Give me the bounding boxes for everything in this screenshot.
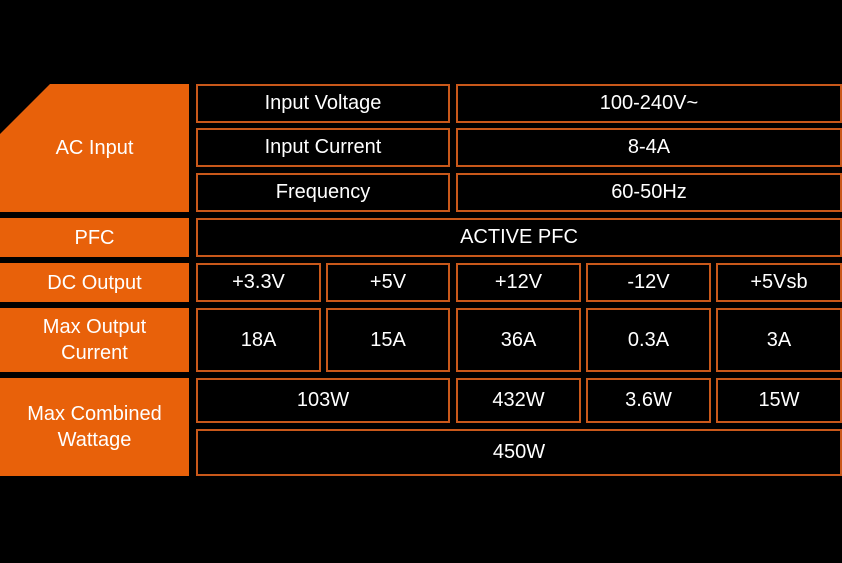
ac-input-label-text: AC Input [55, 137, 134, 159]
current-3v3: 18A [196, 308, 321, 372]
dc-rail-12v: +12V [456, 263, 581, 302]
input-voltage-value: 100-240V~ [456, 84, 842, 123]
ac-input-label: AC Input [0, 84, 189, 212]
input-current-name: Input Current [196, 128, 450, 167]
dc-rail-5vsb: +5Vsb [716, 263, 842, 302]
current-5vsb: 3A [716, 308, 842, 372]
wattage-neg12v: 3.6W [586, 378, 711, 423]
current-5v: 15A [326, 308, 450, 372]
dc-rail-5v: +5V [326, 263, 450, 302]
wattage-total: 450W [196, 429, 842, 476]
frequency-value: 60-50Hz [456, 173, 842, 212]
frequency-name: Frequency [196, 173, 450, 212]
wattage-3v3-5v: 103W [196, 378, 450, 423]
wattage-5vsb: 15W [716, 378, 842, 423]
max-output-current-label: Max Output Current [0, 308, 189, 372]
wattage-12v: 432W [456, 378, 581, 423]
dc-output-label: DC Output [0, 263, 189, 302]
pfc-value: ACTIVE PFC [196, 218, 842, 257]
pfc-label: PFC [0, 218, 189, 257]
current-neg12v: 0.3A [586, 308, 711, 372]
input-voltage-name: Input Voltage [196, 84, 450, 123]
max-combined-wattage-label: Max Combined Wattage [0, 378, 189, 476]
input-current-value: 8-4A [456, 128, 842, 167]
dc-rail-3v3: +3.3V [196, 263, 321, 302]
dc-rail-neg12v: -12V [586, 263, 711, 302]
current-12v: 36A [456, 308, 581, 372]
